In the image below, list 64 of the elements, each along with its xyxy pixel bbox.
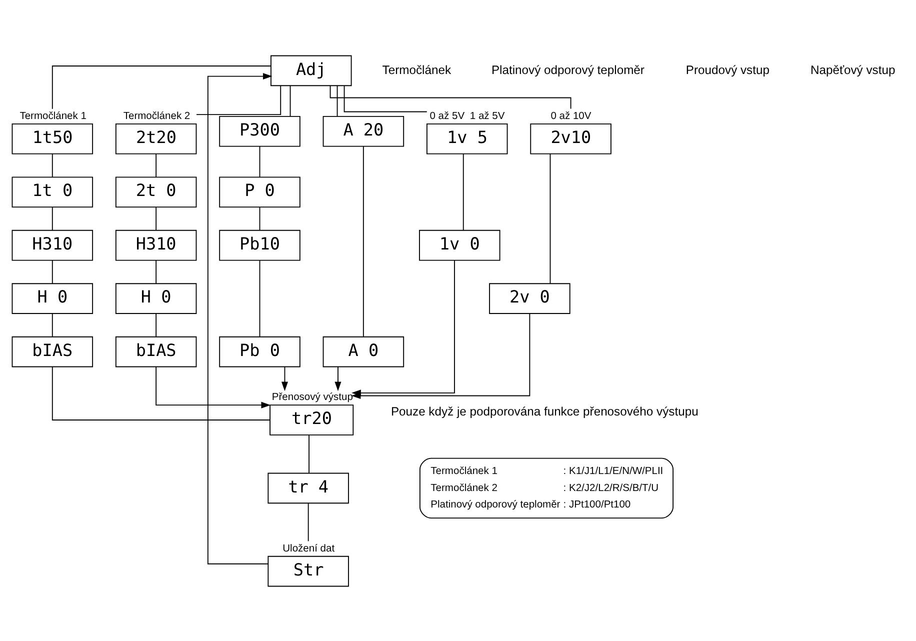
label: Termočlánek <box>382 62 452 76</box>
node-box: P 0 <box>219 176 300 208</box>
node-box: 1v 5 <box>426 122 508 154</box>
connector <box>550 152 551 284</box>
connector <box>330 84 572 109</box>
label: Platinový odporový teploměr <box>491 62 644 76</box>
connector <box>156 312 157 337</box>
connector <box>259 145 260 177</box>
node-box: 1t50 <box>12 122 94 154</box>
node-box: A 20 <box>322 115 404 146</box>
node-label: 0 až 10V <box>550 110 592 122</box>
connector <box>290 84 291 116</box>
connector <box>336 84 338 116</box>
node-label: Termočlánek 1 <box>20 110 86 122</box>
arrow <box>156 366 271 408</box>
connector <box>52 312 53 337</box>
connector <box>52 153 53 177</box>
node-box: 1v 0 <box>419 229 500 260</box>
arrow <box>207 72 272 564</box>
connector <box>52 65 272 109</box>
arrow <box>334 366 342 391</box>
node-box: 1t 0 <box>12 176 94 208</box>
node-box: H 0 <box>115 282 197 314</box>
node-box: Termočlánek 1 : K1/J1/L1/E/N/W/PLII Termočlánek 2 : K2/J2/L2/R/S/B/T/U Platinový odporový teploměr : JPt100/Pt100 <box>419 457 674 518</box>
node-label: 0 až 5V <box>430 110 465 122</box>
connector <box>52 366 270 420</box>
node-box: Str <box>268 555 349 586</box>
connector <box>52 259 53 284</box>
node-box: H310 <box>12 229 94 260</box>
connector <box>308 434 310 473</box>
node-box: 2v 0 <box>489 282 570 314</box>
node-box: P300 <box>219 115 300 146</box>
node-box: Pb10 <box>219 229 300 260</box>
node-box: Pb 0 <box>219 336 300 367</box>
node-label: 1 až 5V <box>470 110 505 122</box>
node-label: Přenosový výstup <box>272 392 353 403</box>
connector <box>308 502 309 542</box>
connector <box>344 84 428 112</box>
node-box: bIAS <box>115 336 197 367</box>
node-box: A 0 <box>322 336 404 367</box>
node-label: Uložení dat <box>282 543 335 554</box>
node-box: 2t20 <box>115 122 197 154</box>
label: Pouze když je podporována funkce přenosového výstupu <box>390 404 698 418</box>
connector <box>156 206 157 230</box>
label: Proudový vstup <box>686 62 770 76</box>
connector <box>362 146 364 337</box>
node-label: Termočlánek 2 <box>123 110 190 122</box>
node-box: tr 4 <box>268 472 349 504</box>
connector <box>156 259 157 284</box>
arrow <box>281 366 288 391</box>
node-box: 2t 0 <box>115 176 197 208</box>
node-box: H 0 <box>12 282 94 314</box>
node-box: bIAS <box>12 336 94 367</box>
label: Napěťový vstup <box>810 62 896 76</box>
node-box: 2v10 <box>530 122 612 154</box>
connector <box>259 260 260 337</box>
connector <box>259 206 260 230</box>
node-box: H310 <box>115 229 197 260</box>
connector <box>156 153 157 177</box>
node-box: tr20 <box>270 404 354 435</box>
connector <box>462 152 464 230</box>
node-box: Adj <box>270 54 352 86</box>
connector <box>52 206 53 230</box>
connector <box>196 84 282 115</box>
